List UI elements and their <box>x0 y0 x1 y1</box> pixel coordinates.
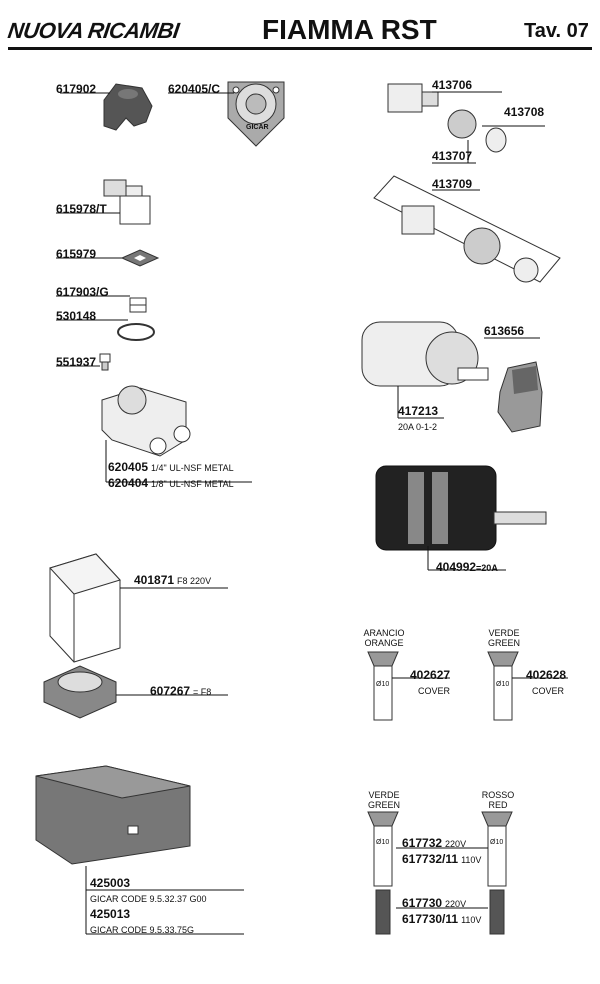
gicar-mark: GICAR <box>246 124 269 131</box>
part-413706-label: 413706 <box>432 78 473 92</box>
part-620405c-label: 620405/C <box>168 82 221 96</box>
lamp-617732-green <box>367 811 399 935</box>
part-417213-label: 417213 <box>398 404 439 418</box>
filter-617903g <box>129 297 147 313</box>
part-413709-label: 413709 <box>432 177 473 191</box>
color-verde-2: VERDE GREEN <box>367 790 400 810</box>
part-402628-label: 402628 <box>526 668 567 682</box>
connector-615978t <box>103 179 151 225</box>
part-417213-desc: 20A 0-1-2 <box>398 422 438 432</box>
diameter-617730: Ø10 <box>490 839 504 846</box>
lamp-617730-red <box>481 811 513 935</box>
lamp-402627 <box>367 651 399 721</box>
screw-551937 <box>99 353 111 371</box>
page-title: FIAMMA RST <box>262 14 437 45</box>
part-551937-label: 551937 <box>56 355 97 369</box>
part-617903g-label: 617903/G <box>56 285 109 299</box>
part-425003-desc: GICAR CODE 9.5.32.37 G00 <box>90 894 207 904</box>
relay-401871 <box>49 553 121 663</box>
part-413708-label: 413708 <box>504 105 545 119</box>
valve-620405 <box>101 385 191 457</box>
part-425013-label: 425013 <box>90 907 131 921</box>
switch-413706 <box>387 83 507 153</box>
relay-socket-607267 <box>43 665 117 719</box>
part-615979-label: 615979 <box>56 247 97 261</box>
part-617902-label: 617902 <box>56 82 97 96</box>
part-402627-desc: COVER <box>418 686 451 696</box>
part-530148-label: 530148 <box>56 309 97 323</box>
part-404992-label: 404992=20A <box>436 560 498 574</box>
oring-530148 <box>117 323 155 341</box>
page-header: NUOVA RICAMBI FIAMMA RST Tav. 07 <box>0 0 600 56</box>
coil-617902 <box>103 83 153 131</box>
part-607267-label: 607267= F8 <box>150 684 212 698</box>
part-402627-label: 402627 <box>410 668 451 682</box>
part-615978t-label: 615978/T <box>56 202 107 216</box>
color-rosso: ROSSO RED <box>481 790 515 810</box>
rotary-switch-404992 <box>375 465 547 551</box>
table-number: Tav. 07 <box>524 20 589 42</box>
gasket-615979 <box>120 249 160 267</box>
part-402628-desc: COVER <box>532 686 565 696</box>
valve-body-620405c <box>227 81 285 147</box>
color-verde-1: VERDE GREEN <box>487 628 520 648</box>
part-425013-desc: GICAR CODE 9.5.33.75G <box>90 925 195 935</box>
part-613656-label: 613656 <box>484 324 525 338</box>
header-rule <box>8 47 592 50</box>
part-413707-label: 413707 <box>432 149 473 163</box>
diameter-617732: Ø10 <box>376 839 390 846</box>
diameter-402627: Ø10 <box>376 681 390 688</box>
switch-kit-413709 <box>373 175 561 283</box>
control-box-425003 <box>35 765 191 865</box>
lamp-402628 <box>487 651 519 721</box>
rotary-switch-417213 <box>361 321 489 387</box>
diameter-402628: Ø10 <box>496 681 510 688</box>
part-425003-label: 425003 <box>90 876 131 890</box>
color-arancio: ARANCIO ORANGE <box>363 628 405 648</box>
knob-613656 <box>497 361 543 433</box>
